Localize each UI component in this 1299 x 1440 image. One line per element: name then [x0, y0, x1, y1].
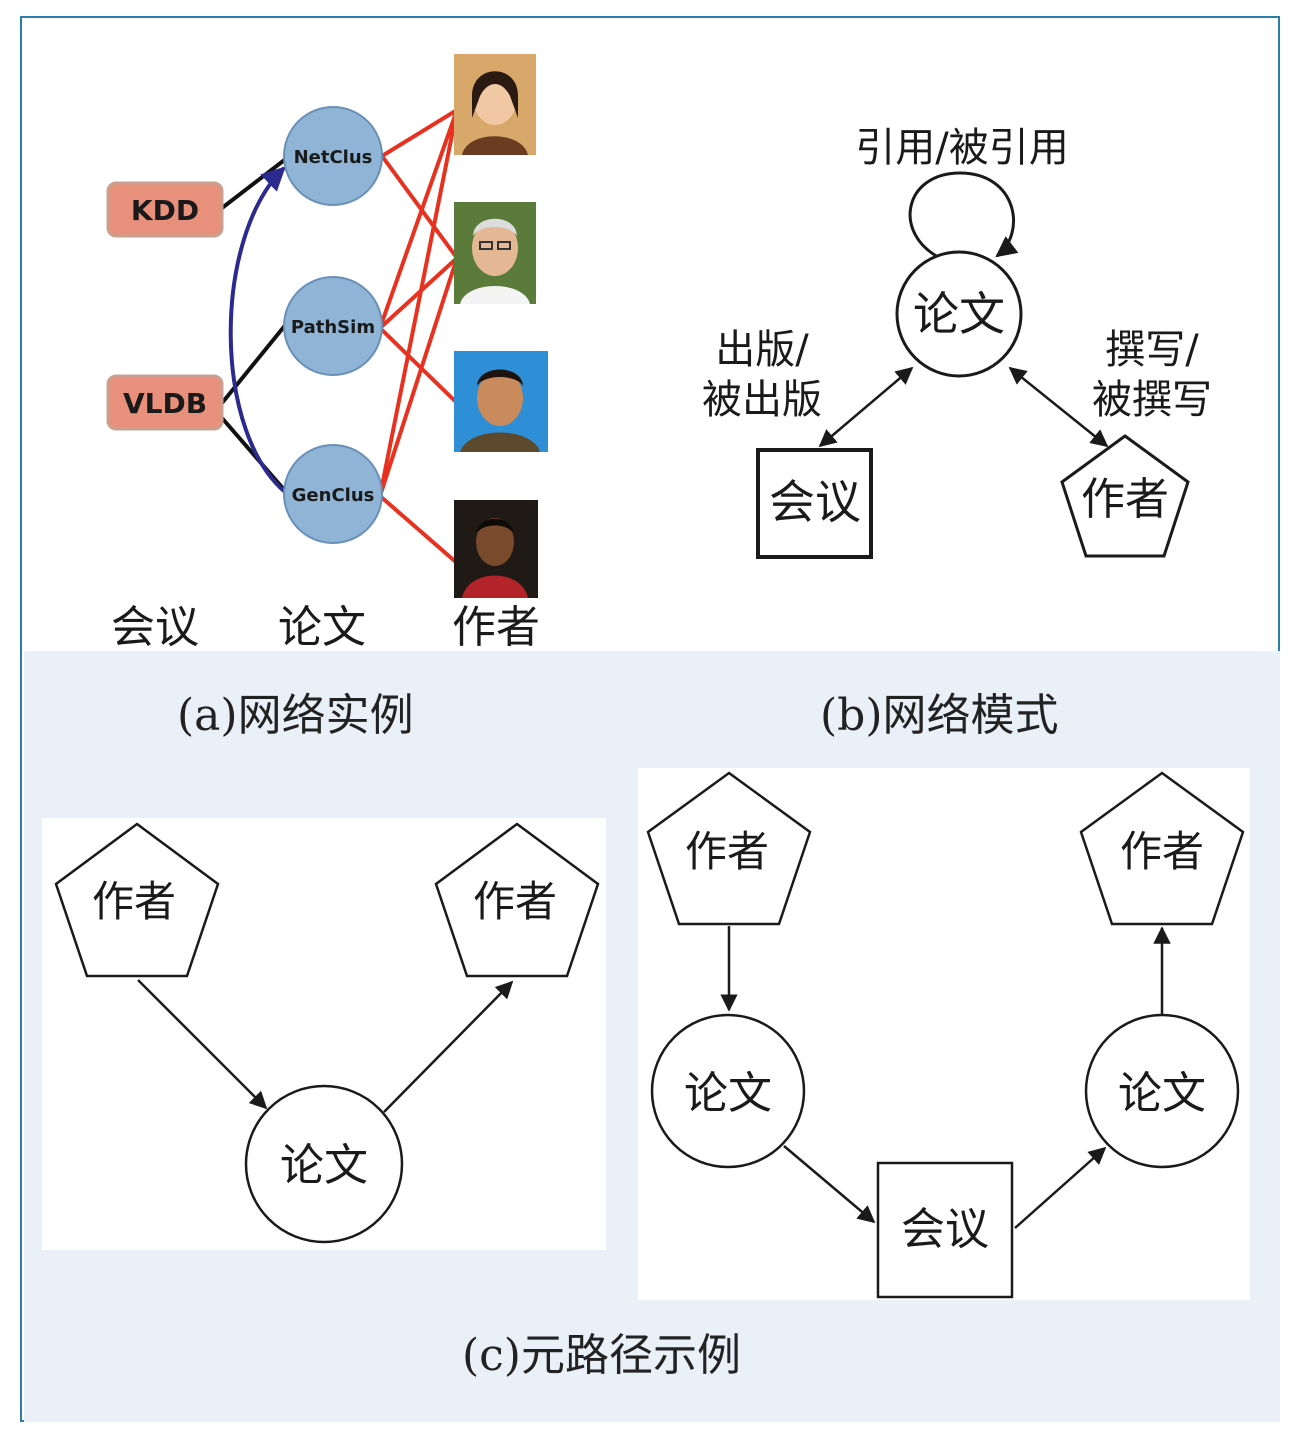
author-edge-label-line1: 撰写/ [1105, 327, 1199, 373]
paper-node-pathsim: PathSim [283, 276, 383, 376]
author-edges [378, 108, 459, 565]
apvpa-paper-b-node [1084, 1013, 1240, 1169]
schema-author-node [1060, 434, 1190, 558]
author-photo-2 [454, 202, 536, 304]
column-label-venue: 会议 [111, 602, 199, 653]
paper-label-netclus: NetClus [294, 147, 373, 168]
apvpa-paper-b-label: 论文 [1118, 1068, 1206, 1119]
self-loop-label: 引用/被引用 [855, 125, 1068, 171]
schema-paper-label: 论文 [913, 287, 1005, 341]
schema-edge-venue [818, 366, 914, 448]
metapath-apvpa: 作者 作者 论文 论文 会议 [646, 771, 1245, 1299]
schema-venue-node [756, 448, 873, 559]
schema-edge-author [1008, 366, 1109, 448]
edge-citation [228, 166, 292, 498]
apa-paper-node [244, 1084, 404, 1244]
apvpa-paper-a-label: 论文 [684, 1068, 772, 1119]
apa-edge-2 [383, 980, 514, 1113]
schema-paper-node [895, 250, 1023, 378]
edge-kdd-netclus [220, 156, 289, 210]
venue-edge-label-line1: 出版/ [715, 327, 809, 373]
venue-label-vldb: VLDB [123, 387, 207, 420]
apvpa-author-b-label: 作者 [1120, 827, 1204, 876]
schema-author-label: 作者 [1081, 474, 1169, 525]
apvpa-author-a-label: 作者 [685, 827, 769, 876]
apvpa-venue-node [876, 1161, 1014, 1299]
column-label-author: 作者 [452, 602, 540, 653]
apa-author-b-node [434, 822, 600, 978]
author-photo-4 [454, 500, 538, 598]
caption-network-schema: (b)网络模式 [820, 690, 1059, 741]
paper-node-genclus: GenClus [283, 444, 383, 544]
caption-metapath: (c)元路径示例 [462, 1330, 741, 1381]
author-photo-3 [454, 351, 548, 452]
apvpa-paper-a-node [650, 1013, 806, 1169]
author-edge-label-line2: 被撰写 [1092, 377, 1212, 423]
edge-vldb-pathsim [220, 321, 289, 405]
paper-label-genclus: GenClus [292, 485, 375, 506]
network-instance: KDD VLDB NetClus PathSim GenClus [106, 54, 548, 653]
apvpa-edge-2 [783, 1145, 876, 1224]
column-label-paper: 论文 [278, 602, 366, 653]
apvpa-venue-label: 会议 [901, 1204, 989, 1255]
apa-paper-label: 论文 [280, 1140, 368, 1191]
venue-node-kdd: KDD [106, 181, 224, 238]
apa-author-b-label: 作者 [473, 877, 557, 926]
apa-author-a-label: 作者 [92, 877, 176, 926]
apa-edge-1 [137, 979, 268, 1110]
venue-node-vldb: VLDB [106, 374, 224, 431]
apa-author-a-node [54, 822, 220, 978]
paper-label-pathsim: PathSim [291, 317, 375, 338]
author-photo-1 [454, 54, 536, 155]
paper-node-netclus: NetClus [283, 106, 383, 206]
venue-edge-label-line2: 被出版 [702, 377, 822, 423]
network-schema: 引用/被引用 论文 出版/ 被出版 撰写/ 被撰写 会议 作者 [702, 125, 1212, 559]
apvpa-author-b-node [1079, 771, 1245, 926]
figure-frame: KDD VLDB NetClus PathSim GenClus [20, 16, 1280, 1422]
schema-venue-label: 会议 [769, 475, 861, 529]
self-loop-edge [908, 171, 1019, 260]
apvpa-author-a-node [646, 771, 812, 926]
apvpa-edge-3 [1014, 1146, 1107, 1229]
figure-canvas: KDD VLDB NetClus PathSim GenClus [54, 54, 1245, 1381]
caption-network-instance: (a)网络实例 [177, 690, 414, 741]
venue-label-kdd: KDD [131, 194, 199, 227]
metapath-apa: 作者 作者 论文 [54, 822, 600, 1244]
